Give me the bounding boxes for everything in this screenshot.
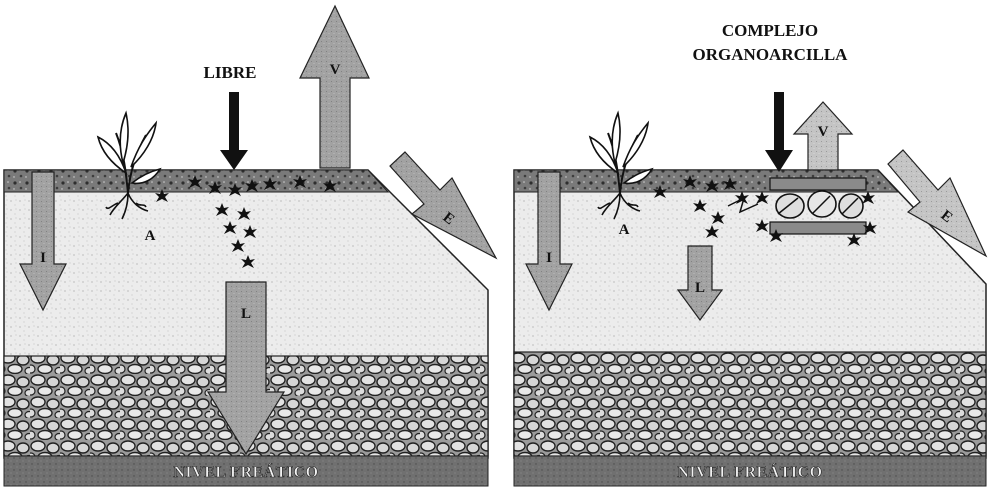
right-water-table-label: NIVEL FREÁTICO — [677, 462, 822, 481]
right-plant-label: A — [619, 222, 630, 238]
right-title-line2: ORGANOARCILLA — [693, 45, 849, 64]
left-arrow-i-label: I — [40, 250, 46, 266]
right-arrow-l-label: L — [695, 280, 705, 296]
right-panel: NIVEL FREÁTICO A COMPLEJO ORGANOARCILLA … — [514, 21, 986, 486]
left-down-arrow-libre — [220, 92, 248, 170]
left-panel: NIVEL FREÁTICO A LIBRE V E I L — [4, 6, 496, 486]
right-title-line1: COMPLEJO — [722, 21, 818, 40]
left-water-table-label: NIVEL FREÁTICO — [173, 462, 318, 481]
left-arrow-v-label: V — [330, 62, 341, 78]
right-down-arrow-complex — [765, 92, 793, 172]
left-arrow-v — [300, 6, 369, 168]
right-arrow-v-label: V — [818, 124, 829, 140]
right-gravel-layer — [514, 352, 986, 456]
left-plant-label: A — [145, 228, 156, 244]
left-arrow-l-label: L — [241, 306, 251, 322]
left-title-libre: LIBRE — [204, 63, 257, 82]
right-arrow-i-label: I — [546, 250, 552, 266]
